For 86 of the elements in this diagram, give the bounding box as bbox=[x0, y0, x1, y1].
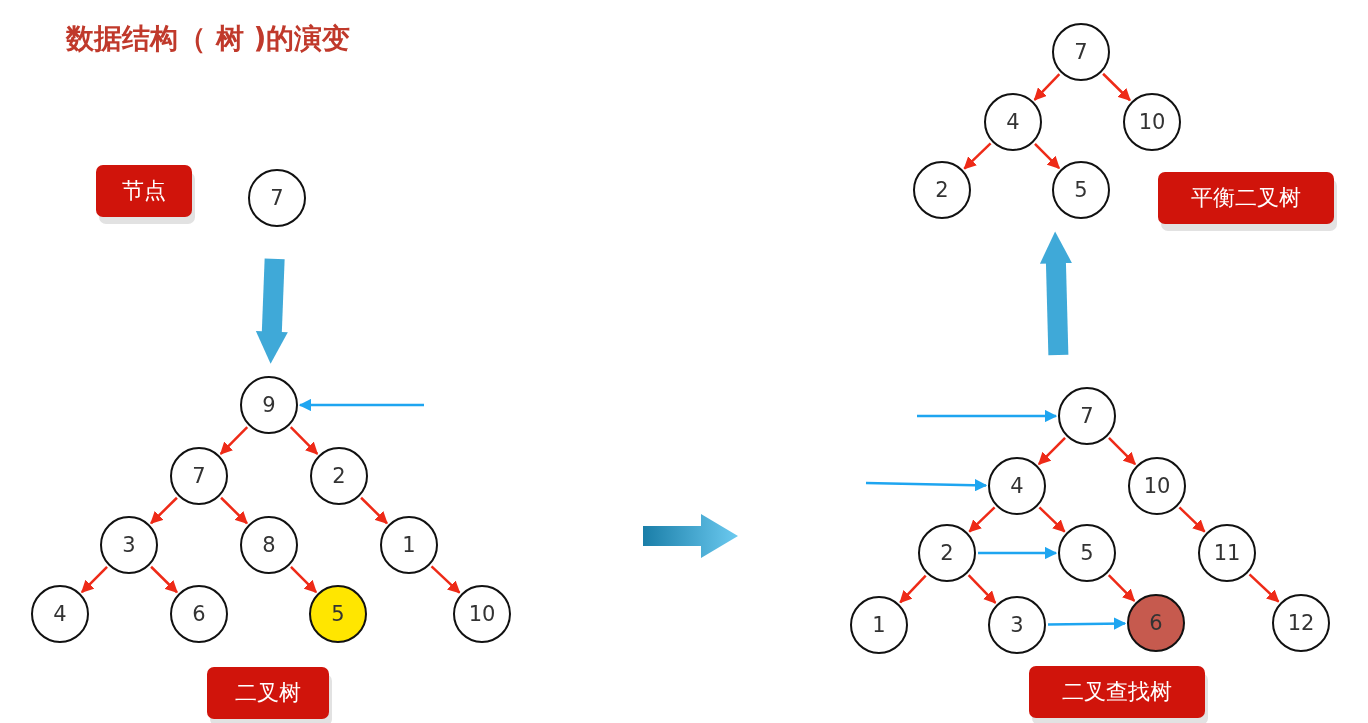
tree-node-circle bbox=[1198, 524, 1256, 582]
node-value: 3 bbox=[1010, 613, 1024, 637]
tree-node-circle bbox=[918, 524, 976, 582]
block-arrow bbox=[1039, 231, 1072, 356]
arrow bbox=[150, 496, 178, 525]
title: 数据结构（ 树 )的演变 bbox=[66, 21, 351, 57]
node-value: 6 bbox=[1149, 611, 1163, 635]
node-value: 7 bbox=[1074, 40, 1088, 64]
arrow bbox=[1107, 574, 1136, 602]
tree-type-label: 二叉树 bbox=[235, 679, 301, 707]
node-value: 3 bbox=[122, 533, 136, 557]
node-value: 5 bbox=[331, 602, 345, 626]
arrow bbox=[968, 506, 996, 533]
node-value: 10 bbox=[1138, 110, 1166, 134]
arrow bbox=[1102, 72, 1131, 102]
node-value: 7 bbox=[192, 464, 206, 488]
node-value: 12 bbox=[1287, 611, 1315, 635]
tree-node-circle bbox=[913, 161, 971, 219]
tree-node-circle bbox=[1052, 161, 1110, 219]
tree-node-circle bbox=[240, 376, 298, 434]
arrow bbox=[967, 574, 997, 604]
arrow bbox=[1248, 573, 1280, 603]
arrow bbox=[298, 398, 424, 412]
tree-type-label: 平衡二叉树 bbox=[1191, 184, 1301, 212]
tree-node-circle bbox=[1058, 524, 1116, 582]
node-value: 10 bbox=[1143, 474, 1171, 498]
arrow bbox=[360, 496, 388, 525]
arrow bbox=[1178, 506, 1206, 533]
node-value: 7 bbox=[270, 186, 284, 210]
arrow bbox=[81, 566, 108, 593]
tree-type-label: 二叉查找树 bbox=[1062, 678, 1172, 706]
arrow bbox=[978, 546, 1058, 560]
node-value: 4 bbox=[1006, 110, 1020, 134]
arrow bbox=[289, 426, 319, 455]
node-value: 2 bbox=[940, 541, 954, 565]
tree-node-circle bbox=[240, 516, 298, 574]
arrow bbox=[220, 496, 248, 525]
node-value: 2 bbox=[332, 464, 346, 488]
node-value: 8 bbox=[262, 533, 276, 557]
arrow bbox=[963, 142, 992, 170]
arrow bbox=[290, 566, 317, 593]
arrow bbox=[1038, 437, 1066, 465]
node-value: 11 bbox=[1213, 541, 1241, 565]
tree-node-circle bbox=[1123, 93, 1181, 151]
tree-node-circle bbox=[1052, 23, 1110, 81]
tree-node-circle bbox=[100, 516, 158, 574]
node-value: 2 bbox=[935, 178, 949, 202]
arrow bbox=[1048, 617, 1127, 630]
block-arrow bbox=[255, 258, 288, 364]
arrow bbox=[150, 565, 178, 594]
tree-node-circle bbox=[170, 447, 228, 505]
tree-node-circle bbox=[31, 585, 89, 643]
node-value: 5 bbox=[1080, 541, 1094, 565]
arrow bbox=[917, 409, 1058, 423]
tree-type-label: 节点 bbox=[122, 177, 166, 205]
node-value: 7 bbox=[1080, 404, 1094, 428]
tree-node-circle bbox=[380, 516, 438, 574]
arrow bbox=[865, 478, 988, 492]
arrow bbox=[1108, 437, 1136, 465]
arrow bbox=[1033, 73, 1061, 101]
node-value: 4 bbox=[53, 602, 67, 626]
tree-node-circle bbox=[988, 596, 1046, 654]
tree-node-circle bbox=[1127, 594, 1185, 652]
node-value: 1 bbox=[402, 533, 416, 557]
tree-node-circle bbox=[453, 585, 511, 643]
tree-node-circle bbox=[988, 457, 1046, 515]
tree-node-circle bbox=[309, 585, 367, 643]
tree-node-circle bbox=[170, 585, 228, 643]
arrow bbox=[1034, 143, 1060, 169]
tree-node-circle bbox=[310, 447, 368, 505]
arrow bbox=[1038, 506, 1066, 533]
tree-node-circle bbox=[850, 596, 908, 654]
arrow bbox=[430, 565, 461, 594]
node-value: 6 bbox=[192, 602, 206, 626]
arrow bbox=[219, 426, 249, 455]
node-value: 10 bbox=[468, 602, 496, 626]
node-value: 9 bbox=[262, 393, 276, 417]
node-value: 5 bbox=[1074, 178, 1088, 202]
node-value: 4 bbox=[1010, 474, 1024, 498]
arrow bbox=[899, 574, 927, 604]
tree-node-circle bbox=[1272, 594, 1330, 652]
tree-node-circle bbox=[1128, 457, 1186, 515]
tree-node-circle bbox=[984, 93, 1042, 151]
tree-node-circle bbox=[248, 169, 306, 227]
tree-node-circle bbox=[1058, 387, 1116, 445]
node-value: 1 bbox=[872, 613, 886, 637]
